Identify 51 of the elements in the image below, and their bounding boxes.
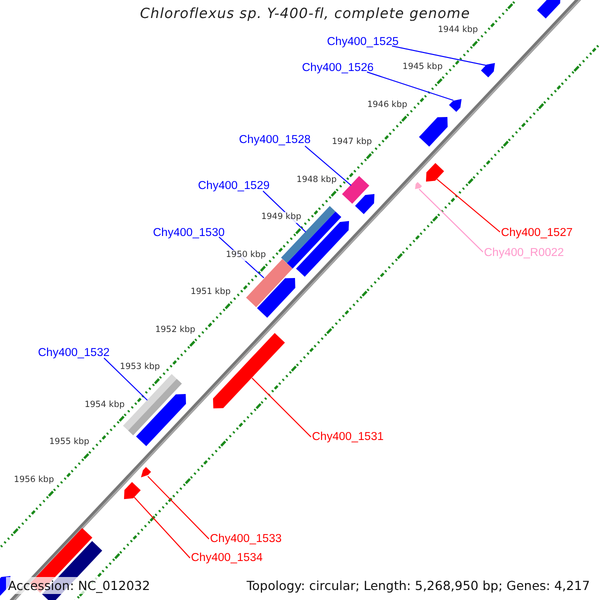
tick-label: 1946 kbp xyxy=(367,100,408,111)
leader-line xyxy=(104,358,148,401)
gene-block xyxy=(296,221,349,277)
leader-line xyxy=(436,178,500,232)
gene-block xyxy=(213,333,286,408)
tick-label: 1947 kbp xyxy=(332,137,372,148)
leader-line xyxy=(392,46,487,66)
tick-label: 1952 kbp xyxy=(155,324,196,336)
tick-label: 1955 kbp xyxy=(49,437,90,448)
gene-block xyxy=(481,63,495,78)
gene-label: Chy400_1527 xyxy=(501,227,573,240)
leader-line xyxy=(366,72,454,101)
tick-label: 1951 kbp xyxy=(190,287,231,298)
gene-label: Chy400_1529 xyxy=(198,180,270,193)
gene-label: Chy400_1526 xyxy=(302,62,374,75)
gene-block xyxy=(354,194,374,214)
gene-bar xyxy=(342,176,370,204)
gene-label: Chy400_1532 xyxy=(38,347,110,360)
gene-label: Chy400_1531 xyxy=(312,431,384,444)
gene-bar xyxy=(246,258,292,307)
gene-block xyxy=(426,163,444,182)
title: Chloroflexus sp. Y-400-fl, complete genome xyxy=(140,6,470,22)
tick-label: 1950 kbp xyxy=(226,250,266,261)
gene-label: Chy400_1534 xyxy=(191,552,263,565)
gene-label: Chy400_1533 xyxy=(210,533,282,546)
gene-block xyxy=(136,394,186,447)
gene-block xyxy=(141,467,152,478)
gene-label: Chy400_1528 xyxy=(239,134,311,147)
tick-label: 1948 kbp xyxy=(296,174,337,186)
gene-block xyxy=(418,117,448,147)
gene-block xyxy=(414,182,422,190)
tick-label: 1954 kbp xyxy=(84,400,125,411)
leader-line xyxy=(134,496,190,558)
gene-bar xyxy=(122,374,182,436)
gene-label: Chy400_1530 xyxy=(153,227,225,240)
leader-line xyxy=(147,476,210,540)
tick-label: 1956 kbp xyxy=(14,474,54,486)
gene-block xyxy=(257,278,296,318)
tick-label: 1945 kbp xyxy=(402,62,443,74)
gene-block xyxy=(536,0,560,19)
leader-line xyxy=(304,146,352,186)
gene-label: Chy400_1525 xyxy=(327,36,399,49)
gene-block xyxy=(124,482,140,500)
leader-line xyxy=(418,188,484,252)
tick-label: 1949 kbp xyxy=(261,212,302,224)
tick-label: 1953 kbp xyxy=(120,362,160,374)
gene-label: Chy400_R0022 xyxy=(484,247,564,260)
tick-label: 1944 kbp xyxy=(438,24,478,36)
leader-line xyxy=(252,378,312,438)
gene-block xyxy=(448,98,462,112)
gene-bar xyxy=(281,206,342,269)
